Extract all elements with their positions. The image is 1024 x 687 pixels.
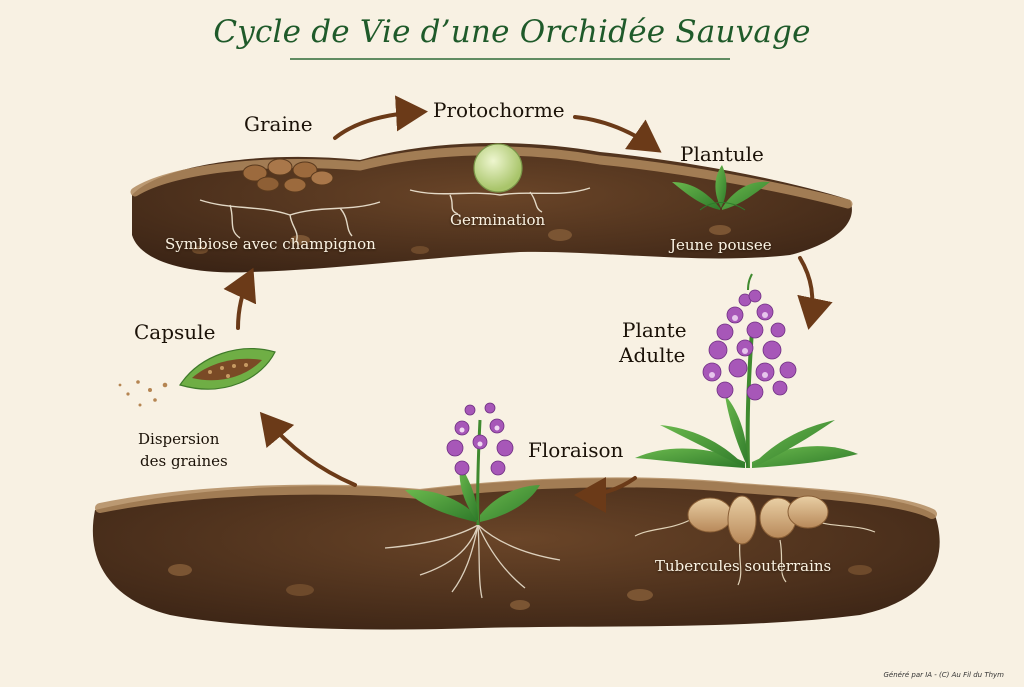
seed-capsule-illustration [118,348,276,407]
label-plantule: Plantule [680,142,764,166]
protocorm-sphere [473,143,523,193]
flowering-plant-illustration [384,402,561,599]
tuber-cluster [634,495,876,586]
caption-symbiose: Symbiose avec champignon [165,235,376,253]
caption-dispersion-line2: des graines [140,452,228,470]
caption-tubercules: Tubercules souterrains [655,557,832,575]
caption-germination: Germination [450,211,546,229]
fungal-network [199,187,591,243]
seedling-illustration [672,165,770,211]
caption-dispersion-line1: Dispersion [138,430,220,448]
seed-cluster [242,158,334,193]
label-adulte: Adulte [619,343,686,367]
footer-credit: Généré par IA - (C) Au Fil du Thym [883,671,1005,679]
label-capsule: Capsule [134,320,216,344]
adult-plant-illustration [635,273,858,469]
label-graine: Graine [244,112,313,136]
cycle-arrows [223,95,833,513]
caption-jeune-pousse: Jeune pousee [670,236,772,254]
label-protochorme: Protochorme [433,98,565,122]
label-floraison: Floraison [528,438,624,462]
title-underline [290,58,730,60]
page-title: Cycle de Vie d’une Orchidée Sauvage [213,14,811,50]
label-plante: Plante [622,318,687,342]
